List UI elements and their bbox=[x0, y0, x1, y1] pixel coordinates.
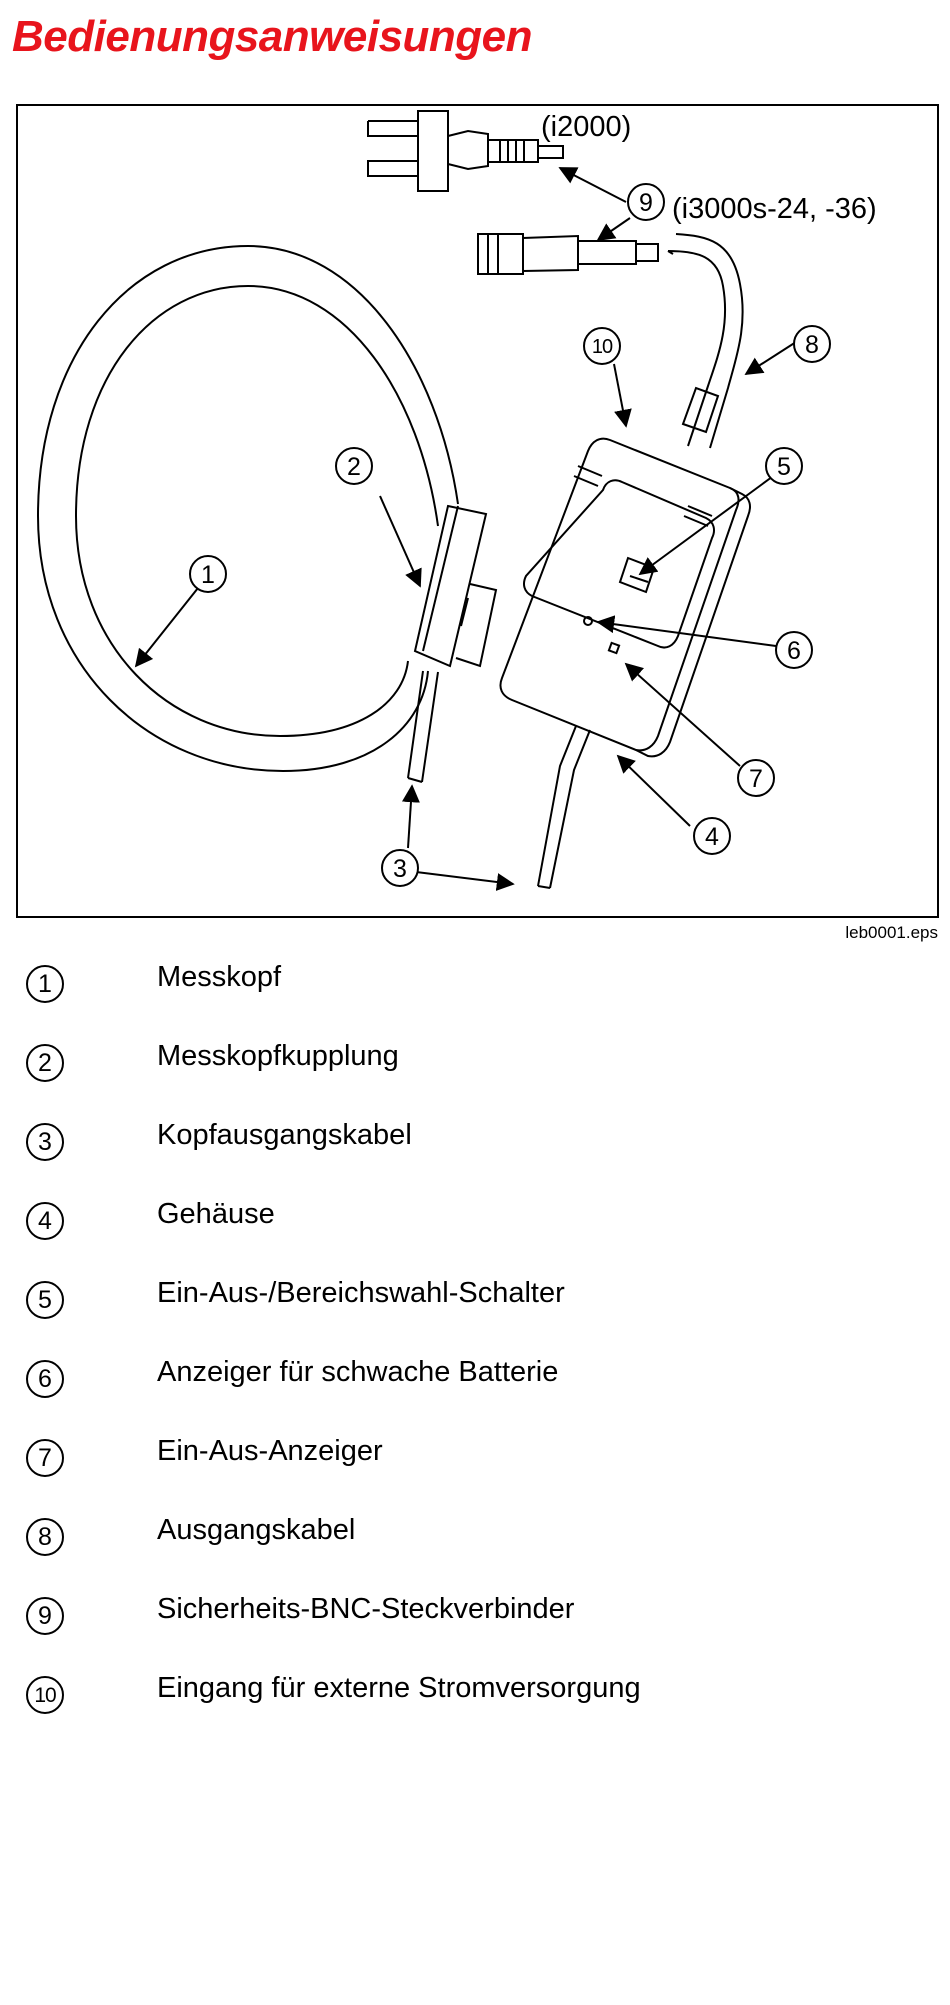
legend-label: Anzeiger für schwache Batterie bbox=[157, 1356, 559, 1388]
legend-item: 10 Eingang für externe Stromversorgung bbox=[26, 1672, 926, 1736]
callout-10-label: 10 bbox=[592, 336, 613, 358]
output-cable bbox=[667, 250, 727, 447]
legend-item: 8 Ausgangskabel bbox=[26, 1514, 926, 1578]
housing-body bbox=[499, 437, 740, 752]
bnc-connector-i3000 bbox=[477, 233, 524, 275]
legend-item: 1 Messkopf bbox=[26, 961, 926, 1025]
power-led bbox=[607, 641, 621, 655]
probe-loop-outer bbox=[36, 244, 459, 773]
legend-label: Kopfausgangskabel bbox=[157, 1119, 412, 1151]
range-switch bbox=[618, 556, 656, 594]
callout-3-label: 3 bbox=[393, 855, 407, 883]
callout-10 bbox=[583, 327, 621, 365]
callout-4 bbox=[693, 817, 731, 855]
callout-8-label: 8 bbox=[805, 331, 819, 359]
callout-1-label: 1 bbox=[201, 561, 215, 589]
bnc-connector-i2000 bbox=[367, 120, 419, 137]
callout-5 bbox=[765, 447, 803, 485]
housing-output-cable bbox=[537, 725, 591, 889]
legend-number: 8 bbox=[26, 1518, 64, 1556]
probe-coupling bbox=[413, 504, 488, 668]
legend-item: 7 Ein-Aus-Anzeiger bbox=[26, 1435, 926, 1499]
legend-item: 4 Gehäuse bbox=[26, 1198, 926, 1262]
legend-label: Messkopfkupplung bbox=[157, 1040, 399, 1072]
diagram-drawing: 1 2 3 4 5 6 7 8 9 10 (i2000) (i3000s-24,… bbox=[36, 110, 877, 891]
legend-label: Ein-Aus-Anzeiger bbox=[157, 1435, 383, 1467]
callout-9-label: 9 bbox=[639, 189, 653, 217]
label-i3000: (i3000s-24, -36) bbox=[672, 193, 877, 225]
housing-panel bbox=[523, 479, 715, 649]
legend-label: Ausgangskabel bbox=[157, 1514, 356, 1546]
legend-number: 2 bbox=[26, 1044, 64, 1082]
legend-label: Ein-Aus-/Bereichswahl-Schalter bbox=[157, 1277, 565, 1309]
callout-6-label: 6 bbox=[787, 637, 801, 665]
figure-id: leb0001.eps bbox=[845, 923, 938, 942]
page-title: Bedienungsanweisungen bbox=[12, 12, 533, 61]
callout-2-label: 2 bbox=[347, 453, 361, 481]
callout-6 bbox=[775, 631, 813, 669]
callout-2 bbox=[335, 447, 373, 485]
label-i2000: (i2000) bbox=[541, 111, 631, 143]
legend-item: 2 Messkopfkupplung bbox=[26, 1040, 926, 1104]
probe-loop-inner bbox=[74, 284, 439, 738]
legend-number: 9 bbox=[26, 1597, 64, 1635]
legend-item: 5 Ein-Aus-/Bereichswahl-Schalter bbox=[26, 1277, 926, 1341]
callout-5-label: 5 bbox=[777, 453, 791, 481]
legend-number: 1 bbox=[26, 965, 64, 1003]
legend-label: Gehäuse bbox=[157, 1198, 275, 1230]
product-diagram: 1 2 3 4 5 6 7 8 9 10 (i2000) (i3000s-24,… bbox=[16, 104, 939, 918]
callout-7-label: 7 bbox=[749, 765, 763, 793]
legend-number: 7 bbox=[26, 1439, 64, 1477]
head-output-cable bbox=[407, 670, 439, 783]
callout-8 bbox=[793, 325, 831, 363]
legend-label: Eingang für externe Stromversorgung bbox=[157, 1672, 641, 1704]
legend-number: 3 bbox=[26, 1123, 64, 1161]
legend-number: 4 bbox=[26, 1202, 64, 1240]
callout-3 bbox=[381, 849, 419, 887]
callout-7 bbox=[737, 759, 775, 797]
legend-label: Sicherheits-BNC-Steckverbinder bbox=[157, 1593, 575, 1625]
callout-4-label: 4 bbox=[705, 823, 719, 851]
legend-number: 10 bbox=[26, 1676, 64, 1714]
callout-1 bbox=[189, 555, 227, 593]
callout-9 bbox=[627, 183, 665, 221]
legend-item: 9 Sicherheits-BNC-Steckverbinder bbox=[26, 1593, 926, 1657]
legend-item: 3 Kopfausgangskabel bbox=[26, 1119, 926, 1183]
legend-number: 5 bbox=[26, 1281, 64, 1319]
low-battery-led bbox=[583, 616, 593, 626]
legend-label: Messkopf bbox=[157, 961, 282, 993]
legend-number: 6 bbox=[26, 1360, 64, 1398]
legend-item: 6 Anzeiger für schwache Batterie bbox=[26, 1356, 926, 1420]
